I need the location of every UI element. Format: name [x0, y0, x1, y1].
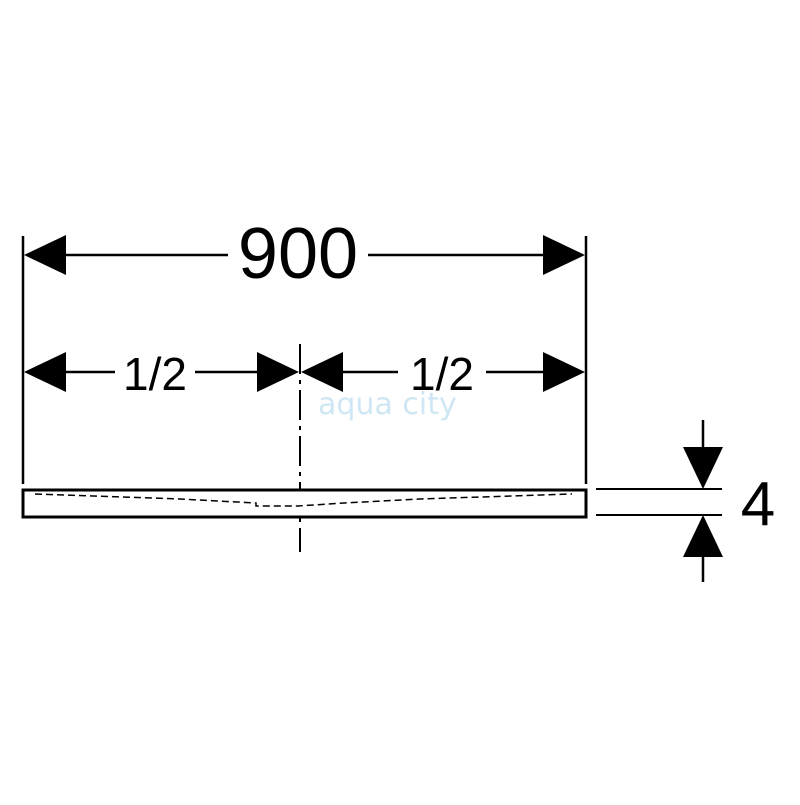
right-half-left-arrow — [301, 352, 343, 392]
right-half-right-arrow — [543, 352, 585, 392]
tray-slope-line — [34, 493, 573, 507]
thickness-top-arrow — [683, 447, 723, 489]
left-half-label: 1/2 — [123, 348, 187, 400]
overall-right-arrow — [543, 235, 585, 275]
tray-outline — [21, 488, 588, 519]
right-half-label: 1/2 — [410, 348, 474, 400]
thickness-bottom-arrow — [683, 515, 723, 557]
left-half-right-arrow — [257, 352, 299, 392]
right-half-dimension: 1/2 — [301, 348, 585, 400]
thickness-dimension: 4 — [596, 420, 775, 582]
overall-left-arrow — [24, 235, 66, 275]
watermark-text: aqua city — [318, 387, 457, 422]
left-half-left-arrow — [24, 352, 66, 392]
thickness-label: 4 — [741, 470, 775, 539]
left-half-dimension: 1/2 — [24, 348, 299, 400]
overall-width-label: 900 — [238, 214, 358, 294]
overall-width-dimension: 900 — [24, 214, 585, 294]
tray-profile — [21, 488, 588, 519]
